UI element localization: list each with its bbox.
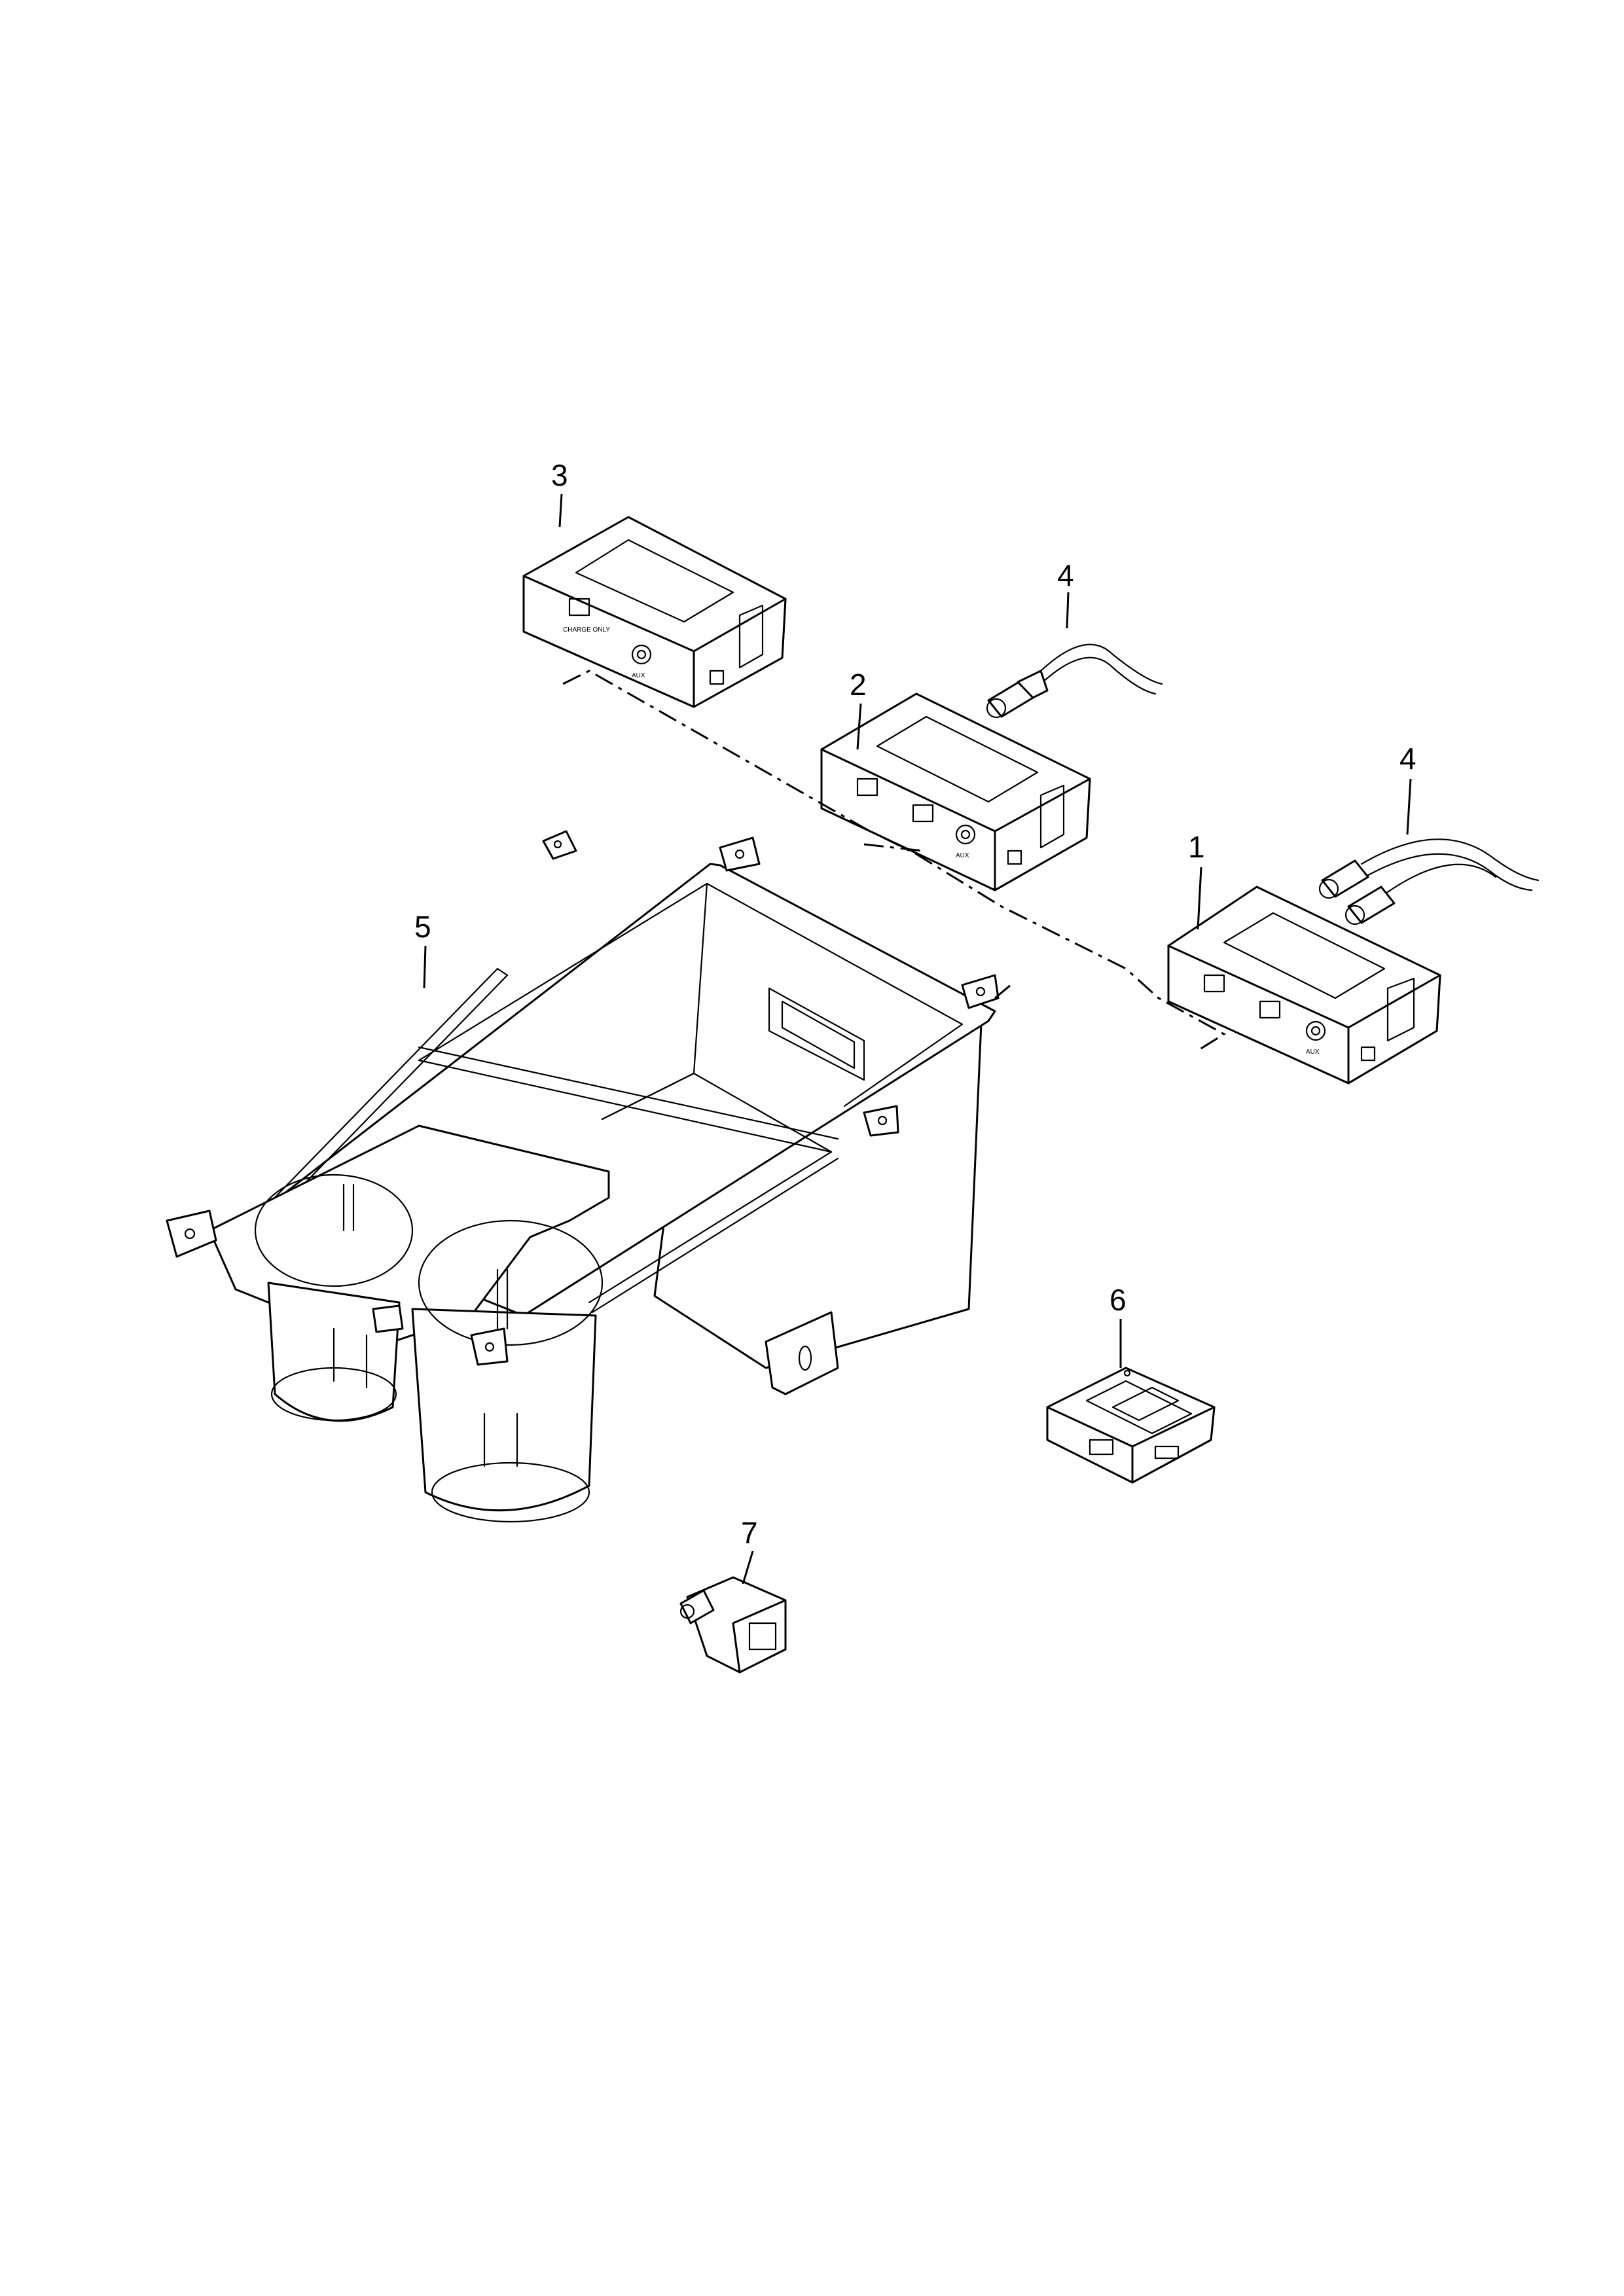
callout-7: 7 [741, 1516, 758, 1550]
usb-hub-part-3: CHARGE ONLY AUX [522, 516, 787, 708]
module-part-6 [1046, 1367, 1216, 1484]
usb-aux-hub-part-1: AUX [1167, 886, 1441, 1085]
leader-4-upper [1066, 592, 1070, 629]
callout-4-upper: 4 [1057, 558, 1074, 592]
callout-6: 6 [1110, 1283, 1127, 1317]
callout-4-lower: 4 [1399, 742, 1416, 776]
aux-label-part-2: AUX [956, 852, 969, 859]
cable-part-4-lower [1318, 838, 1540, 925]
assembly-line [562, 670, 1226, 1052]
aux-label-part-3: AUX [632, 672, 645, 679]
leader-4-lower [1406, 778, 1412, 835]
leader-2 [856, 703, 862, 750]
storage-tray-part-5 [166, 830, 1000, 1523]
charge-only-label: CHARGE ONLY [563, 626, 610, 634]
leader-7 [742, 1551, 754, 1585]
callout-5: 5 [414, 910, 431, 944]
callout-3: 3 [551, 458, 568, 492]
usb-aux-hub-part-2: AUX [820, 692, 1091, 891]
leader-5 [423, 945, 427, 989]
assembly-line-branch [863, 843, 1015, 999]
leader-3 [558, 493, 563, 528]
cable-part-4-upper [986, 643, 1163, 719]
connector-part-7 [679, 1576, 787, 1674]
callout-2: 2 [850, 668, 867, 702]
callout-1: 1 [1188, 830, 1205, 864]
leader-1 [1197, 867, 1202, 930]
aux-label-part-1: AUX [1306, 1049, 1320, 1056]
